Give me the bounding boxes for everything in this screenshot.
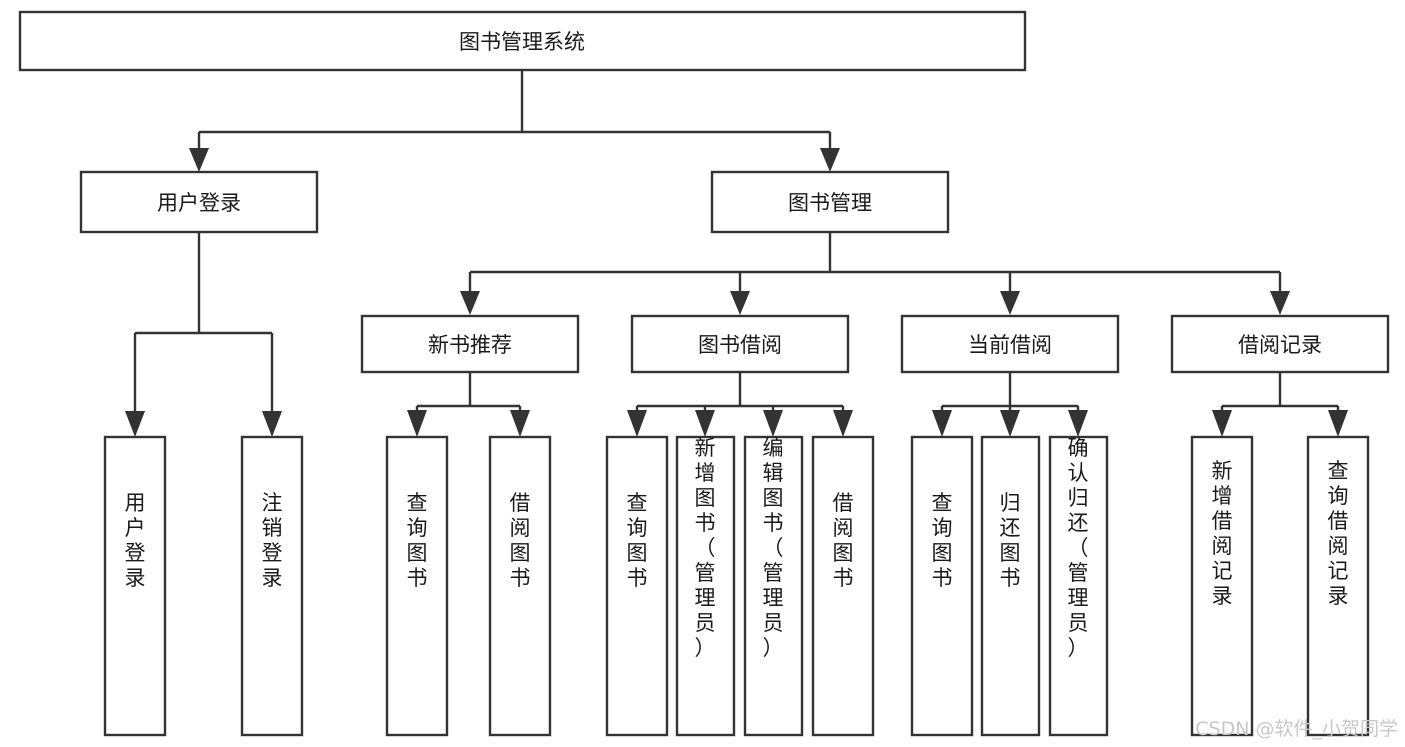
- leaf-cb-return-book[interactable]: 归还图书: [980, 435, 1041, 737]
- leaf-bb-add-book-label: 新增图书（管理员）: [695, 436, 716, 660]
- leaf-br-add-record-label: 新增借阅记录: [1212, 459, 1233, 608]
- leaf-nb-borrow-book-label: 借阅图书: [510, 491, 531, 590]
- node-book-borrow[interactable]: 图书借阅: [630, 314, 850, 374]
- arrow-to-record-icon: [1270, 291, 1290, 315]
- arrow-to-book-manage-icon: [820, 148, 840, 172]
- node-book-borrow-label: 图书借阅: [698, 333, 782, 357]
- leaf-nb-query-book[interactable]: 查询图书: [385, 435, 449, 737]
- connectors-record-to-leaves: [1212, 372, 1348, 437]
- arrow-to-borrow-icon: [730, 291, 750, 315]
- leaf-nb-borrow-book[interactable]: 借阅图书: [488, 435, 552, 737]
- leaf-bb-query-book[interactable]: 查询图书: [605, 435, 669, 737]
- leaf-cb-confirm-return[interactable]: 确认归还（管理员）: [1048, 435, 1109, 737]
- arrow-leaf-cq-icon: [932, 410, 952, 437]
- leaf-cb-query-book[interactable]: 查询图书: [910, 435, 974, 737]
- leaf-cb-query-book-box[interactable]: [910, 435, 974, 737]
- leaf-logout-box[interactable]: [240, 435, 304, 737]
- node-user-login-box[interactable]: [79, 170, 319, 234]
- node-root-label: 图书管理系统: [459, 30, 585, 54]
- leaf-user-login-label: 用户登录: [125, 491, 146, 590]
- arrow-leaf-cconfirm-icon: [1068, 410, 1088, 437]
- leaf-cb-confirm-return-label: 确认归还（管理员）: [1068, 436, 1089, 660]
- leaf-bb-edit-book[interactable]: 编辑图书（管理员）: [743, 435, 804, 737]
- leaf-bb-add-book[interactable]: 新增图书（管理员）: [675, 435, 736, 737]
- csdn-watermark: CSDN @软件_小贺同学: [1195, 718, 1398, 740]
- node-borrow-record[interactable]: 借阅记录: [1170, 314, 1390, 374]
- connectors-book-manage-to-level3: [460, 232, 1290, 315]
- node-new-book-recommend-box[interactable]: [360, 314, 580, 374]
- node-book-borrow-box[interactable]: [630, 314, 850, 374]
- leaf-br-add-record[interactable]: 新增借阅记录: [1190, 435, 1254, 737]
- leaf-bb-query-book-label: 查询图书: [627, 491, 648, 590]
- arrow-leaf-bborrow-icon: [833, 410, 853, 437]
- arrow-to-user-login-icon: [189, 148, 209, 172]
- leaf-cb-return-book-label: 归还图书: [1000, 491, 1021, 590]
- arrow-leaf-badd-icon: [695, 410, 715, 437]
- leaf-user-login[interactable]: 用户登录: [103, 435, 167, 737]
- arrow-to-new-book-icon: [460, 291, 480, 315]
- leaf-bb-borrow-book-box[interactable]: [811, 435, 875, 737]
- connectors-new-book-to-leaves: [407, 372, 530, 437]
- leaf-logout-label: 注销登录: [262, 491, 283, 590]
- node-borrow-record-box[interactable]: [1170, 314, 1390, 374]
- leaf-br-query-record-box[interactable]: [1306, 435, 1370, 737]
- leaf-nb-borrow-book-box[interactable]: [488, 435, 552, 737]
- leaf-cb-confirm-return-box[interactable]: [1048, 435, 1109, 737]
- node-user-login-label: 用户登录: [157, 191, 241, 215]
- leaf-cb-return-book-box[interactable]: [980, 435, 1041, 737]
- leaf-nb-query-book-label: 查询图书: [407, 491, 428, 590]
- arrow-leaf-nb-query-icon: [407, 410, 427, 437]
- arrow-leaf-bedit-icon: [763, 410, 783, 437]
- node-book-manage-box[interactable]: [710, 170, 950, 234]
- arrow-to-current-icon: [1000, 291, 1020, 315]
- leaf-br-add-record-box[interactable]: [1190, 435, 1254, 737]
- node-new-book-recommend[interactable]: 新书推荐: [360, 314, 580, 374]
- connectors-current-to-leaves: [932, 372, 1088, 437]
- connectors-root-to-level2: [189, 70, 840, 172]
- arrow-leaf-creturn-icon: [1000, 410, 1020, 437]
- leaf-bb-query-book-box[interactable]: [605, 435, 669, 737]
- leaf-cb-query-book-label: 查询图书: [932, 491, 953, 590]
- node-book-manage[interactable]: 图书管理: [710, 170, 950, 234]
- connectors-borrow-to-leaves: [627, 372, 853, 437]
- leaf-user-login-box[interactable]: [103, 435, 167, 737]
- leaf-bb-add-book-box[interactable]: [675, 435, 736, 737]
- arrow-leaf-nb-borrow-icon: [510, 410, 530, 437]
- leaf-bb-edit-book-label: 编辑图书（管理员）: [763, 436, 784, 660]
- leaf-br-query-record[interactable]: 查询借阅记录: [1306, 435, 1370, 737]
- arrow-leaf-rquery-icon: [1328, 410, 1348, 437]
- node-new-book-recommend-label: 新书推荐: [428, 333, 512, 357]
- node-book-manage-label: 图书管理: [788, 191, 872, 215]
- node-user-login[interactable]: 用户登录: [79, 170, 319, 234]
- node-current-borrow-label: 当前借阅: [968, 333, 1052, 357]
- node-current-borrow-box[interactable]: [900, 314, 1120, 374]
- leaf-bb-borrow-book-label: 借阅图书: [833, 491, 854, 590]
- arrow-leaf-bq-icon: [627, 410, 647, 437]
- leaf-nb-query-book-box[interactable]: [385, 435, 449, 737]
- arrow-leaf-radd-icon: [1212, 410, 1232, 437]
- connectors-user-login-to-leaves: [125, 232, 282, 437]
- node-borrow-record-label: 借阅记录: [1238, 333, 1322, 357]
- node-current-borrow[interactable]: 当前借阅: [900, 314, 1120, 374]
- node-root-box[interactable]: [18, 10, 1027, 72]
- leaf-bb-borrow-book[interactable]: 借阅图书: [811, 435, 875, 737]
- leaf-br-query-record-label: 查询借阅记录: [1328, 459, 1349, 608]
- node-root[interactable]: 图书管理系统: [18, 10, 1027, 72]
- leaf-logout[interactable]: 注销登录: [240, 435, 304, 737]
- leaf-bb-edit-book-box[interactable]: [743, 435, 804, 737]
- arrow-leaf-logout-icon: [262, 411, 282, 437]
- arrow-leaf-user-login-icon: [125, 411, 145, 437]
